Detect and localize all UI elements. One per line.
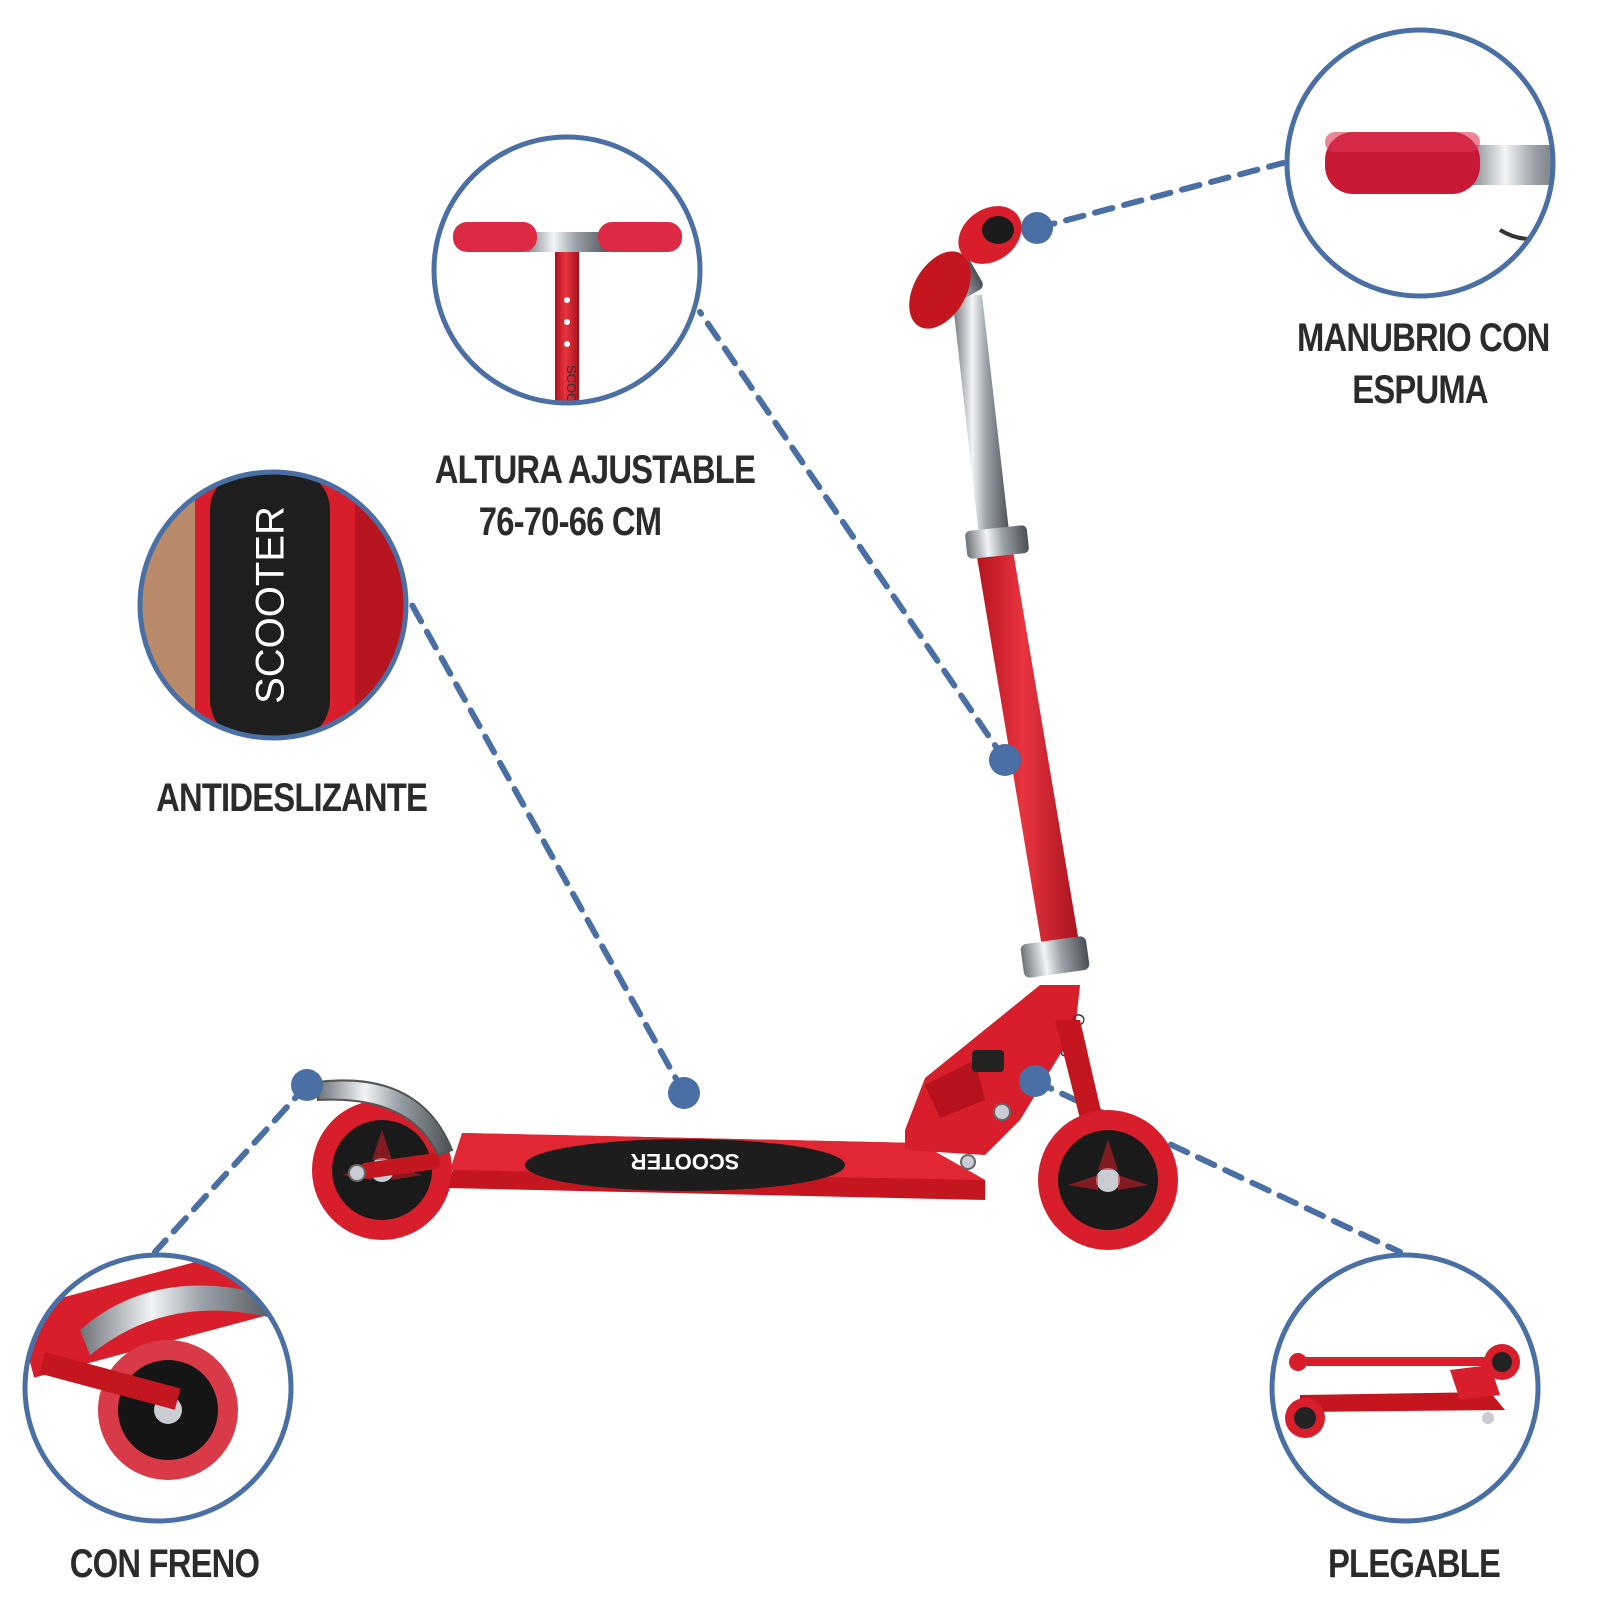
stem-collar-lower <box>1020 936 1090 978</box>
feature-label-brake: CON FRENO <box>69 1538 260 1590</box>
grip-brand: SCOOTER <box>249 506 293 704</box>
rear-brake-fender <box>317 1079 454 1157</box>
feature-label-handlebar-line2: ESPUMA <box>1352 368 1488 412</box>
front-wheel <box>1038 1110 1178 1250</box>
upper-stem <box>952 295 1010 545</box>
feature-label-folding: PLEGABLE <box>1328 1538 1501 1590</box>
lower-stem <box>975 545 1082 965</box>
connector-grip <box>409 602 687 1096</box>
feature-label-height: ALTURA AJUSTABLE 76-70-66 CM <box>434 444 756 548</box>
connector-height <box>697 309 1008 763</box>
detail-circle-handlebar <box>1284 27 1556 299</box>
deck: SCOOTER <box>448 1133 985 1200</box>
detail-circle-height: SCOOTER <box>431 134 703 429</box>
dot-grip <box>668 1077 700 1109</box>
feature-label-handlebar-line1: MANUBRIO CON <box>1297 316 1550 360</box>
detail-circle-fold <box>1269 1252 1541 1524</box>
scooter: SCOOTER SCOO <box>312 206 1178 1250</box>
feature-label-folding-line1: PLEGABLE <box>1328 1542 1501 1586</box>
feature-label-grip-line1: ANTIDESLIZANTE <box>156 776 428 820</box>
feature-label-height-line2: 76-70-66 CM <box>478 500 662 544</box>
handlebar-grips <box>909 206 1022 329</box>
dot-fold <box>1019 1065 1051 1097</box>
detail-circle-brake <box>22 1252 294 1524</box>
detail-circle-grip: SCOOTER <box>137 469 409 741</box>
deck-brand: SCOOTER <box>631 1149 740 1174</box>
connector-dots <box>291 212 1053 1109</box>
feature-label-brake-line1: CON FRENO <box>69 1542 260 1586</box>
feature-label-height-line1: ALTURA AJUSTABLE <box>434 448 756 492</box>
feature-label-handlebar: MANUBRIO CON ESPUMA <box>1297 312 1550 416</box>
feature-label-grip: ANTIDESLIZANTE <box>156 772 428 824</box>
connector-brake <box>152 1082 310 1255</box>
dot-handlebar <box>1021 212 1053 244</box>
stem-brand: SCOOTER <box>564 365 579 429</box>
dot-brake <box>291 1069 323 1101</box>
connector-handlebar <box>1034 160 1286 231</box>
stem-collar-upper <box>965 525 1029 559</box>
dot-height <box>989 744 1021 776</box>
